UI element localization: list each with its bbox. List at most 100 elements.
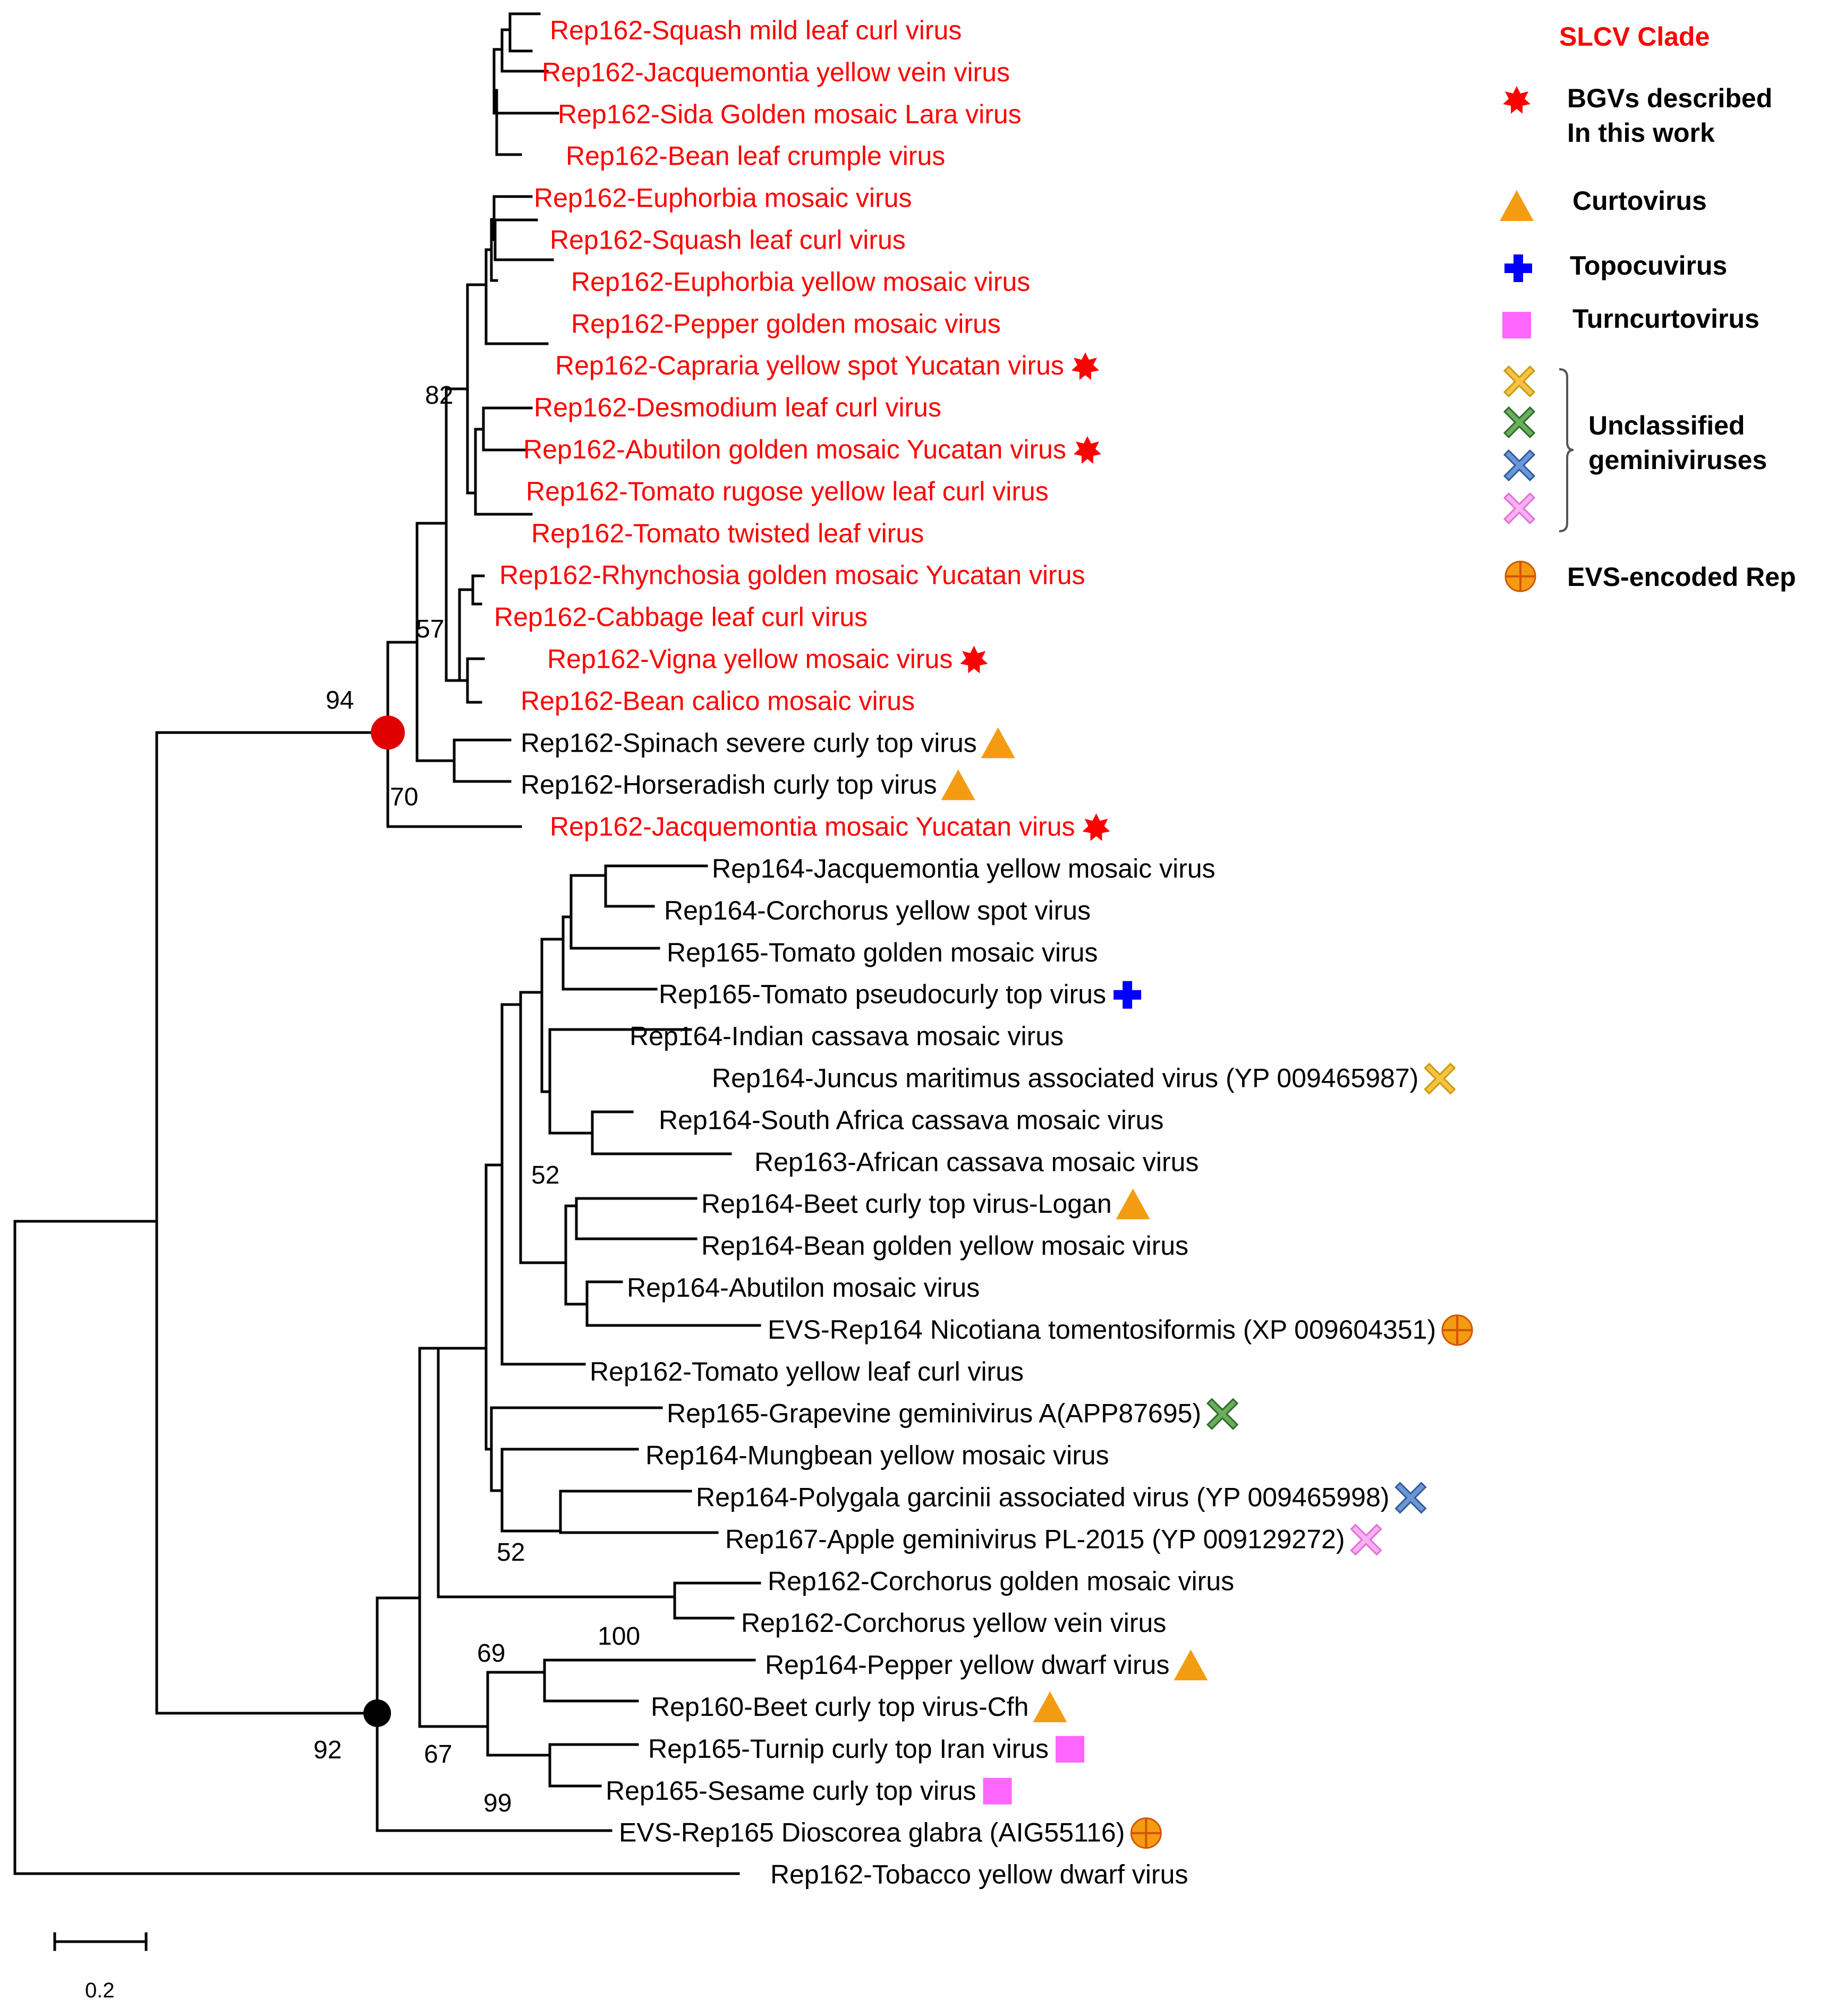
legend-triangle-icon — [1500, 190, 1534, 221]
taxon-label: Rep165-Tomato golden mosaic virus — [667, 938, 1098, 967]
legend-topocuvirus: Topocuvirus — [1570, 251, 1727, 280]
taxon-x-green-icon — [1206, 1398, 1238, 1430]
legend-x-yellow-icon — [1503, 365, 1535, 397]
taxon-x-blue-icon — [1395, 1482, 1426, 1513]
taxon-label: EVS-Rep164 Nicotiana tomentosiformis (XP… — [768, 1315, 1436, 1345]
taxon-label: Rep164-Abutilon mosaic virus — [627, 1273, 980, 1303]
taxon-label: Rep164-Bean golden yellow mosaic virus — [701, 1231, 1188, 1261]
taxon-triangle-icon — [1116, 1188, 1150, 1220]
legend-curtovirus: Curtovirus — [1572, 186, 1707, 216]
taxon-label: Rep162-Capraria yellow spot Yucatan viru… — [555, 351, 1064, 380]
taxon-triangle-icon — [981, 727, 1015, 759]
taxon-label: Rep164-Corchorus yellow spot virus — [664, 896, 1091, 925]
bootstrap-value: 92 — [313, 1736, 342, 1764]
bootstrap-value: 52 — [497, 1538, 525, 1567]
tree-branches — [13, 12, 761, 1875]
taxon-label: Rep164-Polygala garcinii associated viru… — [696, 1483, 1389, 1512]
legend-unclassified-line1: Unclassified — [1588, 411, 1745, 440]
taxon-label: Rep162-Bean calico mosaic virus — [521, 686, 915, 716]
legend-title: SLCV Clade — [1559, 22, 1710, 52]
taxon-label: Rep162-Tomato yellow leaf curl virus — [590, 1357, 1024, 1386]
taxon-label: Rep165-Grapevine geminivirus A(APP87695) — [667, 1399, 1201, 1428]
taxon-star-icon — [1071, 352, 1099, 380]
taxon-label: Rep162-Rhynchosia golden mosaic Yucatan … — [499, 560, 1085, 590]
legend-x-blue-icon — [1503, 449, 1535, 481]
taxon-label: Rep162-Horseradish curly top virus — [521, 770, 937, 799]
taxon-label: Rep162-Euphorbia yellow mosaic virus — [571, 267, 1030, 296]
taxon-circle-plus-icon — [1130, 1817, 1162, 1849]
taxon-label: Rep162-Spinach severe curly top virus — [521, 728, 977, 758]
bootstrap-value: 70 — [390, 783, 418, 811]
scale-bar: 0.2 — [53, 1932, 148, 2002]
bootstrap-values: 82 57 94 70 52 52 100 69 67 99 92 — [313, 381, 640, 1817]
taxon-label: Rep165-Turnip curly top Iran virus — [648, 1734, 1049, 1764]
taxon-triangle-icon — [1033, 1691, 1067, 1722]
taxon-label: Rep162-Tomato rugose yellow leaf curl vi… — [526, 477, 1049, 506]
scale-bar-label: 0.2 — [85, 1979, 115, 2002]
taxon-label: Rep162-Bean leaf crumple virus — [566, 141, 945, 171]
taxon-star-icon — [1073, 436, 1101, 464]
bootstrap-value: 52 — [531, 1161, 559, 1189]
taxon-label: Rep162-Jacquemontia yellow vein virus — [542, 57, 1010, 87]
legend-cross-icon — [1504, 254, 1532, 282]
bootstrap-value: 69 — [477, 1639, 505, 1668]
legend-circle-plus-icon — [1504, 560, 1536, 592]
legend-x-green-icon — [1503, 406, 1535, 438]
taxon-label: Rep162-Abutilon golden mosaic Yucatan vi… — [523, 435, 1066, 464]
taxon-label: Rep160-Beet curly top virus-Cfh — [651, 1692, 1028, 1722]
taxon-label: Rep162-Tobacco yellow dwarf virus — [770, 1860, 1188, 1890]
slcv-clade-node-marker — [371, 716, 405, 750]
taxon-label: Rep164-Pepper yellow dwarf virus — [765, 1650, 1169, 1680]
taxon-triangle-icon — [941, 769, 975, 801]
taxon-label: Rep164-Mungbean yellow mosaic virus — [645, 1441, 1109, 1470]
bootstrap-value: 82 — [425, 381, 453, 410]
taxon-label: Rep162-Euphorbia mosaic virus — [534, 183, 912, 213]
legend-evs: EVS-encoded Rep — [1567, 562, 1796, 592]
taxon-square-icon — [983, 1777, 1012, 1805]
taxon-label: Rep164-South Africa cassava mosaic virus — [659, 1105, 1163, 1135]
taxon-label: Rep162-Jacquemontia mosaic Yucatan virus — [550, 812, 1075, 841]
taxon-star-icon — [960, 645, 988, 674]
bootstrap-value: 94 — [326, 686, 354, 714]
taxon-label: Rep164-Jacquemontia yellow mosaic virus — [712, 854, 1215, 883]
legend-square-icon — [1502, 312, 1531, 338]
taxon-label: Rep164-Juncus maritimus associated virus… — [712, 1064, 1418, 1093]
legend: SLCV Clade BGVs described In this work C… — [1500, 22, 1796, 592]
bootstrap-value: 99 — [483, 1789, 512, 1817]
taxon-square-icon — [1056, 1736, 1085, 1763]
taxon-label: Rep162-Pepper golden mosaic virus — [571, 309, 1001, 338]
taxon-label: Rep164-Beet curly top virus-Logan — [701, 1189, 1112, 1219]
legend-bracket — [1559, 368, 1574, 532]
taxon-cross-icon — [1113, 981, 1142, 1009]
taxon-triangle-icon — [1174, 1649, 1208, 1681]
taxon-label: Rep162-Sida Golden mosaic Lara virus — [558, 99, 1022, 129]
taxon-label: Rep164-Indian cassava mosaic virus — [630, 1022, 1064, 1051]
taxon-label: Rep162-Tomato twisted leaf virus — [531, 518, 924, 548]
taxon-label: Rep162-Cabbage leaf curl virus — [494, 602, 868, 632]
taxon-circle-plus-icon — [1441, 1314, 1474, 1346]
bootstrap-value: 67 — [424, 1740, 452, 1768]
taxon-label: Rep165-Tomato pseudocurly top virus — [659, 980, 1106, 1009]
taxon-x-pink-icon — [1350, 1524, 1382, 1555]
legend-x-pink-icon — [1503, 492, 1535, 524]
geminivirus-clade-node-marker — [363, 1699, 391, 1727]
taxon-label: Rep162-Squash mild leaf curl virus — [550, 15, 962, 45]
taxon-star-icon — [1082, 813, 1110, 841]
legend-bgv-line2: In this work — [1567, 118, 1715, 148]
legend-bgv-line1: BGVs described — [1567, 83, 1772, 113]
taxon-label: Rep163-African cassava mosaic virus — [754, 1147, 1198, 1177]
legend-unclassified-line2: geminiviruses — [1588, 445, 1767, 475]
taxon-label: Rep162-Corchorus golden mosaic virus — [768, 1566, 1234, 1596]
taxon-label: Rep162-Squash leaf curl virus — [550, 225, 906, 255]
taxon-label: Rep162-Corchorus yellow vein virus — [741, 1608, 1166, 1638]
legend-star-icon — [1503, 86, 1531, 114]
taxon-label: EVS-Rep165 Dioscorea glabra (AIG55116) — [619, 1818, 1125, 1848]
taxon-label: Rep162-Vigna yellow mosaic virus — [547, 644, 953, 674]
taxon-label: Rep167-Apple geminivirus PL-2015 (YP 009… — [725, 1524, 1345, 1554]
legend-turncurtovirus: Turncurtovirus — [1572, 304, 1759, 334]
taxon-label: Rep162-Desmodium leaf curl virus — [534, 393, 941, 422]
taxa-labels: Rep162-Squash mild leaf curl virusRep162… — [494, 15, 1474, 1890]
taxon-label: Rep165-Sesame curly top virus — [606, 1776, 976, 1806]
bootstrap-value: 57 — [416, 615, 444, 643]
